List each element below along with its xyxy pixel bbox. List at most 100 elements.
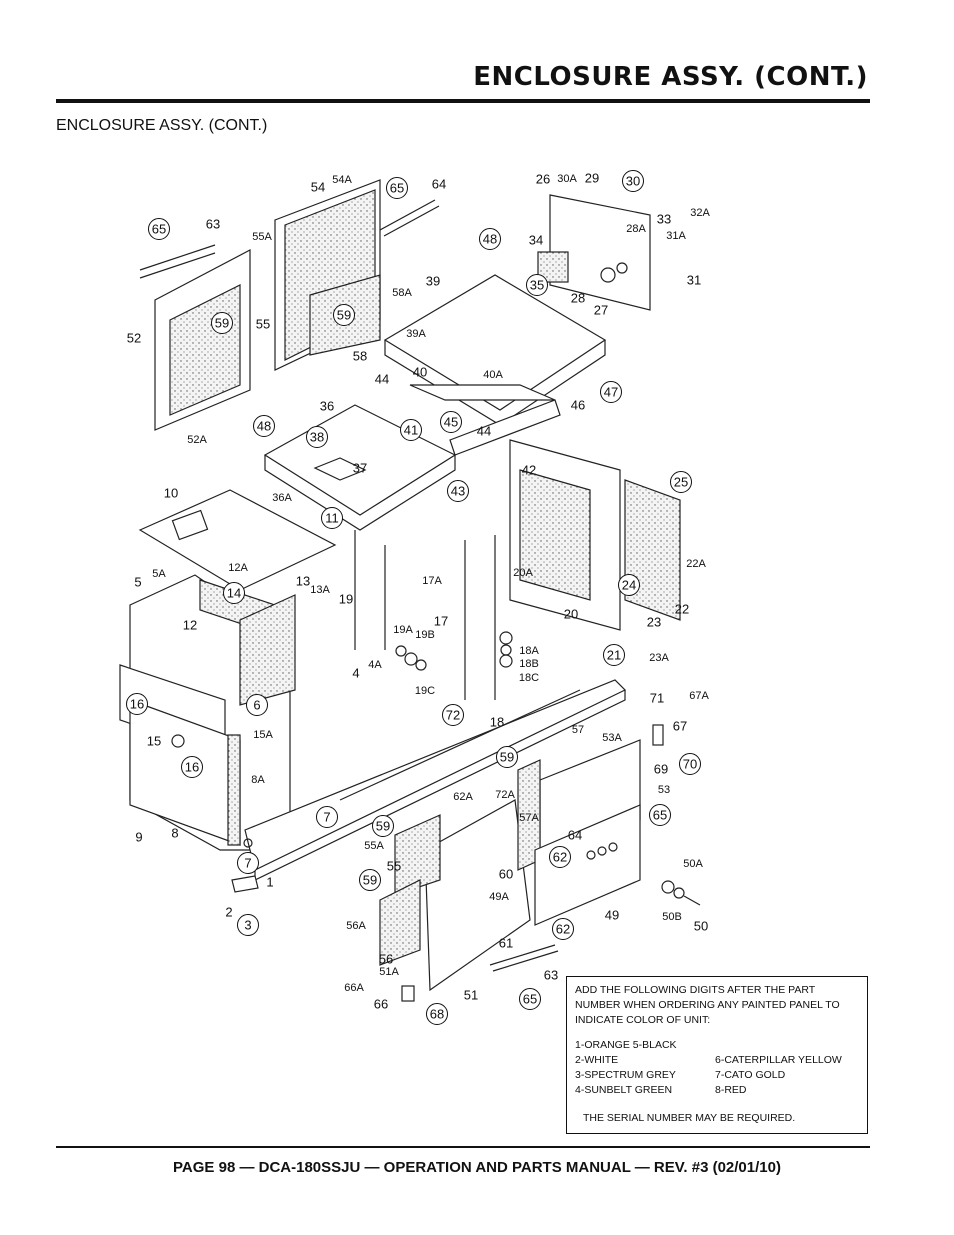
part-callout: 3 bbox=[237, 914, 259, 936]
part-callout: 16 bbox=[181, 756, 203, 778]
part-callout: 65 bbox=[386, 177, 408, 199]
part-number-label: 33 bbox=[657, 212, 671, 227]
part-number-label: 12 bbox=[183, 618, 197, 633]
callout-circle bbox=[359, 869, 381, 891]
part-number-label: 68 bbox=[430, 1007, 444, 1022]
part-number-label: 30 bbox=[626, 174, 640, 189]
part-number-label: 24 bbox=[622, 578, 636, 593]
part-number-label: 30A bbox=[557, 173, 577, 185]
part-callout: 8 bbox=[171, 826, 178, 841]
part-callout: 44 bbox=[375, 372, 389, 387]
part-number-label: 43 bbox=[451, 484, 465, 499]
part-callout: 55A bbox=[364, 840, 384, 852]
part-number-label: 17 bbox=[434, 614, 448, 629]
part-number-label: 12A bbox=[228, 562, 248, 574]
part-number-label: 55A bbox=[252, 231, 272, 243]
part-callout: 19B bbox=[415, 629, 435, 641]
part-callout: 32A bbox=[690, 207, 710, 219]
color-note-intro: ADD THE FOLLOWING DIGITS AFTER THE PART … bbox=[575, 984, 840, 1026]
page-footer: PAGE 98 — DCA-180SSJU — OPERATION AND PA… bbox=[173, 1159, 781, 1176]
part-callout: 66 bbox=[374, 997, 388, 1012]
part-number-label: 56 bbox=[379, 952, 393, 967]
part-number-label: 62 bbox=[553, 850, 567, 865]
part-number-label: 63 bbox=[544, 968, 558, 983]
part-number-label: 8A bbox=[251, 774, 265, 786]
part-callout: 49A bbox=[489, 891, 509, 903]
part-number-label: 59 bbox=[215, 316, 229, 331]
part-number-label: 28 bbox=[571, 291, 585, 306]
callout-circle bbox=[223, 582, 245, 604]
part-number-label: 20 bbox=[564, 607, 578, 622]
part-callout: 18B bbox=[519, 658, 539, 670]
part-number-label: 11 bbox=[325, 511, 339, 526]
part-callout: 20 bbox=[564, 607, 578, 622]
part-number-label: 37 bbox=[353, 461, 367, 476]
part-number-label: 72A bbox=[495, 789, 515, 801]
part-callout: 64 bbox=[432, 177, 446, 192]
part-number-label: 70 bbox=[683, 757, 697, 772]
part-callout: 65 bbox=[148, 218, 170, 240]
part-number-label: 27 bbox=[594, 303, 608, 318]
part-number-label: 59 bbox=[337, 308, 351, 323]
part-number-label: 57A bbox=[519, 812, 539, 824]
part-callout: 36A bbox=[272, 492, 292, 504]
part-callout: 59 bbox=[496, 746, 518, 768]
part-callout: 33 bbox=[657, 212, 671, 227]
part-callout: 48 bbox=[253, 415, 275, 437]
part-callout: 1 bbox=[266, 875, 273, 890]
part-callout: 59 bbox=[359, 869, 381, 891]
part-callout: 30A bbox=[557, 173, 577, 185]
part-number-label: 13 bbox=[296, 574, 310, 589]
part-number-label: 50 bbox=[694, 919, 708, 934]
part-callout: 38 bbox=[306, 426, 328, 448]
part-callout: 4 bbox=[352, 666, 359, 681]
part-callout: 17 bbox=[434, 614, 448, 629]
callout-circle bbox=[316, 806, 338, 828]
part-callout: 53A bbox=[602, 732, 622, 744]
part-number-label: 65 bbox=[152, 222, 166, 237]
part-number-label: 54 bbox=[311, 180, 325, 195]
callout-circle bbox=[306, 426, 328, 448]
insulation-14 bbox=[239, 594, 296, 706]
part-callout: 18 bbox=[490, 715, 504, 730]
part-callout: 26 bbox=[536, 172, 550, 187]
callout-circle bbox=[442, 704, 464, 726]
color-code: 2-WHITE bbox=[575, 1054, 619, 1066]
callout-circle bbox=[519, 988, 541, 1010]
part-number-label: 6 bbox=[253, 698, 260, 713]
part-number-label: 15A bbox=[253, 729, 273, 741]
part-number-label: 21 bbox=[607, 648, 621, 663]
part-number-label: 49 bbox=[605, 908, 619, 923]
part-number-label: 59 bbox=[363, 873, 377, 888]
callout-circle bbox=[496, 746, 518, 768]
part-number-label: 36 bbox=[320, 399, 334, 414]
part-number-label: 31A bbox=[666, 230, 686, 242]
part-number-label: 64 bbox=[432, 177, 446, 192]
callout-circle bbox=[440, 411, 462, 433]
part-number-label: 66A bbox=[344, 982, 364, 994]
insulation-23 bbox=[624, 479, 681, 621]
paint-color-note: ADD THE FOLLOWING DIGITS AFTER THE PART … bbox=[566, 976, 868, 1134]
part-callout: 14 bbox=[223, 582, 245, 604]
color-code: 3-SPECTRUM GREY bbox=[575, 1069, 676, 1081]
color-code: 1-ORANGE 5-BLACK bbox=[575, 1039, 677, 1051]
part-number-label: 57 bbox=[572, 724, 584, 736]
part-callout: 28A bbox=[626, 223, 646, 235]
part-number-label: 22A bbox=[686, 558, 706, 570]
part-number-label: 59 bbox=[500, 750, 514, 765]
part-number-label: 20A bbox=[513, 567, 533, 579]
part-callout: 34 bbox=[529, 233, 543, 248]
callout-circle bbox=[386, 177, 408, 199]
part-number-label: 5A bbox=[152, 568, 166, 580]
part-callout: 55A bbox=[252, 231, 272, 243]
part-callout: 63 bbox=[544, 968, 558, 983]
part-number-label: 47 bbox=[604, 385, 618, 400]
part-number-label: 1 bbox=[266, 875, 273, 890]
part-callout: 18A bbox=[519, 645, 539, 657]
part-number-label: 29 bbox=[585, 171, 599, 186]
footer-rule bbox=[56, 1146, 870, 1148]
part-number-label: 45 bbox=[444, 415, 458, 430]
part-number-label: 18A bbox=[519, 645, 539, 657]
callout-circle bbox=[526, 274, 548, 296]
part-number-label: 63 bbox=[206, 217, 220, 232]
